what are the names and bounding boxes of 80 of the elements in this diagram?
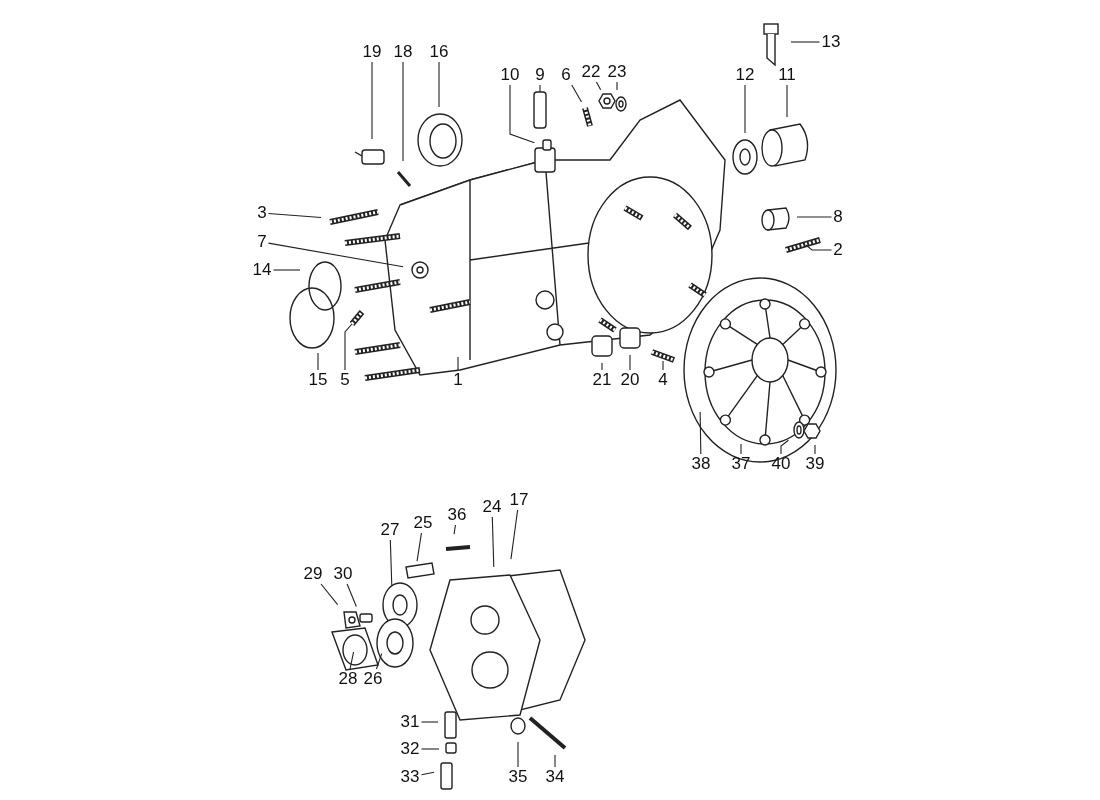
leader-line — [790, 41, 821, 43]
callout-number: 20 — [620, 371, 640, 389]
callout-number: 9 — [535, 66, 545, 84]
callout-number: 14 — [252, 261, 272, 279]
callout-number: 3 — [257, 204, 267, 222]
callout-number: 11 — [778, 66, 796, 84]
callout-number: 6 — [561, 66, 571, 84]
callout-number: 31 — [400, 713, 420, 731]
leader-line — [267, 242, 404, 268]
leader-line — [317, 352, 319, 371]
callout-number: 36 — [447, 506, 467, 524]
callout-number: 15 — [308, 371, 328, 389]
leader-line — [272, 269, 301, 271]
leader-line — [320, 583, 339, 606]
leader-line — [375, 653, 383, 670]
leader-line — [780, 439, 789, 455]
callout-number: 29 — [303, 565, 323, 583]
leader-line — [786, 84, 788, 118]
callout-number: 32 — [400, 740, 420, 758]
leader-line — [539, 84, 541, 93]
callout-number: 18 — [393, 43, 413, 61]
callout-number: 21 — [592, 371, 612, 389]
callout-number: 38 — [691, 455, 711, 473]
callout-number: 5 — [340, 371, 350, 389]
leader-line — [389, 539, 393, 586]
leader-line — [438, 61, 440, 108]
leader-line — [554, 754, 556, 768]
leader-line — [629, 354, 631, 371]
leader-line — [616, 81, 618, 91]
leader-line — [453, 524, 456, 535]
callout-number: 4 — [658, 371, 668, 389]
callout-number: 25 — [413, 514, 433, 532]
leader-line — [517, 741, 519, 768]
leader-line — [349, 651, 355, 670]
leader-line — [420, 748, 440, 750]
leader-line — [402, 61, 404, 162]
callout-number: 34 — [545, 768, 565, 786]
callout-number: 24 — [482, 498, 502, 516]
leader-line — [416, 532, 422, 562]
leader-line — [420, 721, 439, 723]
callout-number: 33 — [400, 768, 420, 786]
leader-line — [267, 212, 322, 218]
leader-line — [491, 516, 495, 568]
callout-number: 28 — [338, 670, 358, 688]
callout-number: 39 — [805, 455, 825, 473]
callout-number: 23 — [607, 63, 627, 81]
callout-number: 10 — [500, 66, 520, 84]
callout-number: 8 — [833, 208, 843, 226]
callout-number: 13 — [821, 33, 841, 51]
leader-line — [371, 61, 373, 140]
callout-number: 2 — [833, 241, 843, 259]
callout-number: 1 — [453, 371, 463, 389]
leader-line — [457, 356, 459, 371]
leader-line — [595, 81, 602, 91]
callout-number: 26 — [363, 670, 383, 688]
leader-line — [796, 216, 833, 218]
leader-line — [420, 771, 435, 776]
callout-number: 16 — [429, 43, 449, 61]
callout-number: 35 — [508, 768, 528, 786]
leader-line — [601, 362, 603, 371]
callout-number: 12 — [735, 66, 755, 84]
leader-line — [509, 84, 535, 144]
leader-line — [510, 509, 519, 560]
leader-line — [344, 323, 353, 371]
callout-number: 27 — [380, 521, 400, 539]
callout-number: 30 — [333, 565, 353, 583]
callout-number: 22 — [581, 63, 601, 81]
callout-number: 19 — [362, 43, 382, 61]
leader-line — [346, 583, 357, 608]
leader-line — [814, 444, 816, 455]
leader-line — [740, 443, 742, 455]
leader-line — [744, 84, 746, 134]
callout-number: 37 — [731, 455, 751, 473]
callout-number: 7 — [257, 233, 267, 251]
callout-number: 40 — [771, 455, 791, 473]
leader-line — [662, 360, 664, 371]
leader-line — [571, 84, 583, 103]
leader-line — [805, 244, 833, 251]
leader-line — [699, 411, 702, 455]
callout-number: 17 — [509, 491, 529, 509]
